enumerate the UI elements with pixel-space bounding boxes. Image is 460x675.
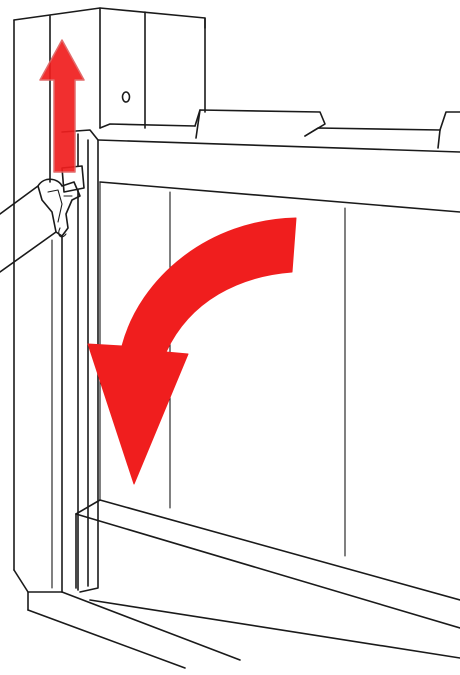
leader-line-bottom <box>0 232 56 272</box>
hinge-bar <box>62 130 98 592</box>
latch-icon <box>0 166 84 272</box>
bolt-hole-icon <box>123 92 130 102</box>
curved-down-arrow-icon <box>88 218 296 484</box>
leader-line-top <box>0 186 38 214</box>
